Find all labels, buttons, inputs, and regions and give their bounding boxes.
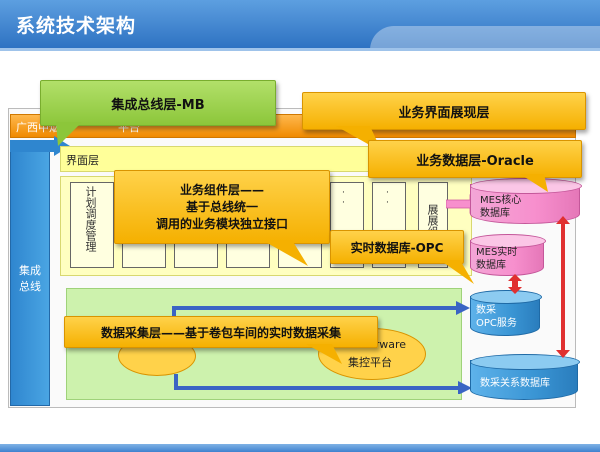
callout-component-layer-text: 业务组件层—— 基于总线统一 调用的业务模块独立接口 — [155, 182, 288, 231]
callout-data-layer-pointer — [520, 174, 548, 192]
callout-acquisition-pointer — [306, 344, 342, 364]
mes-core-db-top — [470, 178, 582, 194]
bus-top-arrow — [10, 136, 70, 156]
mes-core-db-label: MES核心 数据库 — [480, 195, 522, 219]
callout-acquisition-text: 数据采集层——基于卷包车间的实时数据采集 — [100, 325, 341, 340]
module-label: 计划调度管理 — [84, 186, 97, 252]
relational-db-top — [470, 354, 580, 370]
callout-data-layer-text: 业务数据层-Oracle — [416, 153, 534, 169]
blue-arrow — [174, 374, 472, 394]
wonderware-sublabel: 集控平台 — [348, 356, 392, 369]
mes-realtime-db-top — [470, 234, 546, 248]
callout-realtime-db-pointer — [440, 260, 474, 284]
callout-mb: 集成总线层-MB — [40, 80, 276, 126]
page-title: 系统技术架构 — [16, 15, 137, 37]
relational-db-label: 数采关系数据库 — [480, 378, 550, 389]
callout-ui-layer: 业务界面展现层 — [302, 92, 586, 130]
module-column — [70, 182, 114, 268]
callout-component-layer-pointer — [262, 240, 308, 266]
callout-mb-pointer — [56, 122, 82, 146]
footer-band — [0, 444, 600, 452]
title-accent-shape — [370, 26, 600, 50]
callout-realtime-db: 实时数据库-OPC — [330, 230, 464, 264]
module-dots: ·· — [342, 188, 345, 208]
red-arrow — [556, 216, 570, 358]
title-bar — [0, 0, 600, 48]
module-label: 展展组 — [426, 204, 439, 237]
opc-service-db-label: 数采 OPC服务 — [476, 305, 517, 329]
callout-realtime-db-text: 实时数据库-OPC — [350, 240, 444, 255]
integration-bus-label: 集成 总线 — [19, 264, 41, 293]
interface-layer-label: 界面层 — [66, 154, 99, 167]
integration-bus — [10, 140, 50, 406]
red-arrow — [508, 274, 522, 294]
callout-mb-text: 集成总线层-MB — [111, 97, 205, 113]
module-dots: ·· — [386, 188, 389, 208]
callout-ui-layer-text: 业务界面展现层 — [398, 105, 490, 121]
title-divider — [0, 48, 600, 51]
mes-realtime-db-label: MES实时 数据库 — [476, 247, 518, 271]
callout-acquisition: 数据采集层——基于卷包车间的实时数据采集 — [64, 316, 378, 348]
callout-component-layer: 业务组件层—— 基于总线统一 调用的业务模块独立接口 — [114, 170, 330, 244]
callout-data-layer: 业务数据层-Oracle — [368, 140, 582, 178]
opc-service-db-top — [470, 290, 542, 304]
